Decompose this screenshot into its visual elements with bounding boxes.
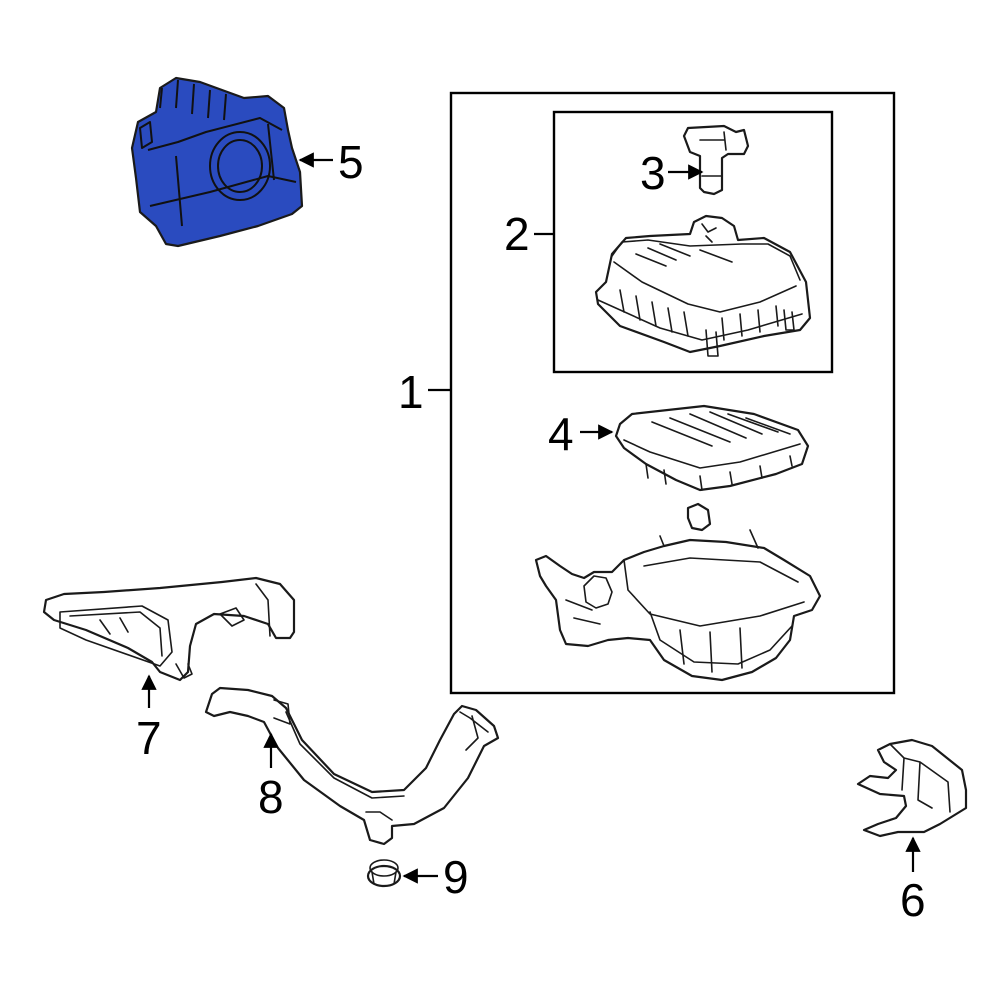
callout-3: 3 [640,147,666,199]
callout-9: 9 [443,851,469,903]
part-2-upper-cover[interactable] [594,214,812,357]
part-5-throttle-body[interactable] [130,76,304,248]
part-9-grommet[interactable] [366,859,402,888]
assembly-box-upper-cover [552,110,834,374]
callout-5: 5 [338,136,364,188]
part-3-airflow-sensor[interactable] [682,124,750,196]
lower-air-cleaner-case [534,529,822,682]
callout-6: 6 [900,874,926,926]
callout-7: 7 [136,712,162,764]
callout-4: 4 [548,408,574,460]
callout-2: 2 [504,208,530,260]
assembly-box-outer [449,91,896,695]
box-grommet [686,502,712,532]
callout-8: 8 [258,771,284,823]
callout-1: 1 [398,366,424,418]
part-7-intake-duct[interactable] [42,576,296,682]
part-6-bracket[interactable] [856,738,968,838]
part-8-intake-hose[interactable] [204,686,500,846]
part-4-air-filter[interactable] [614,404,810,492]
